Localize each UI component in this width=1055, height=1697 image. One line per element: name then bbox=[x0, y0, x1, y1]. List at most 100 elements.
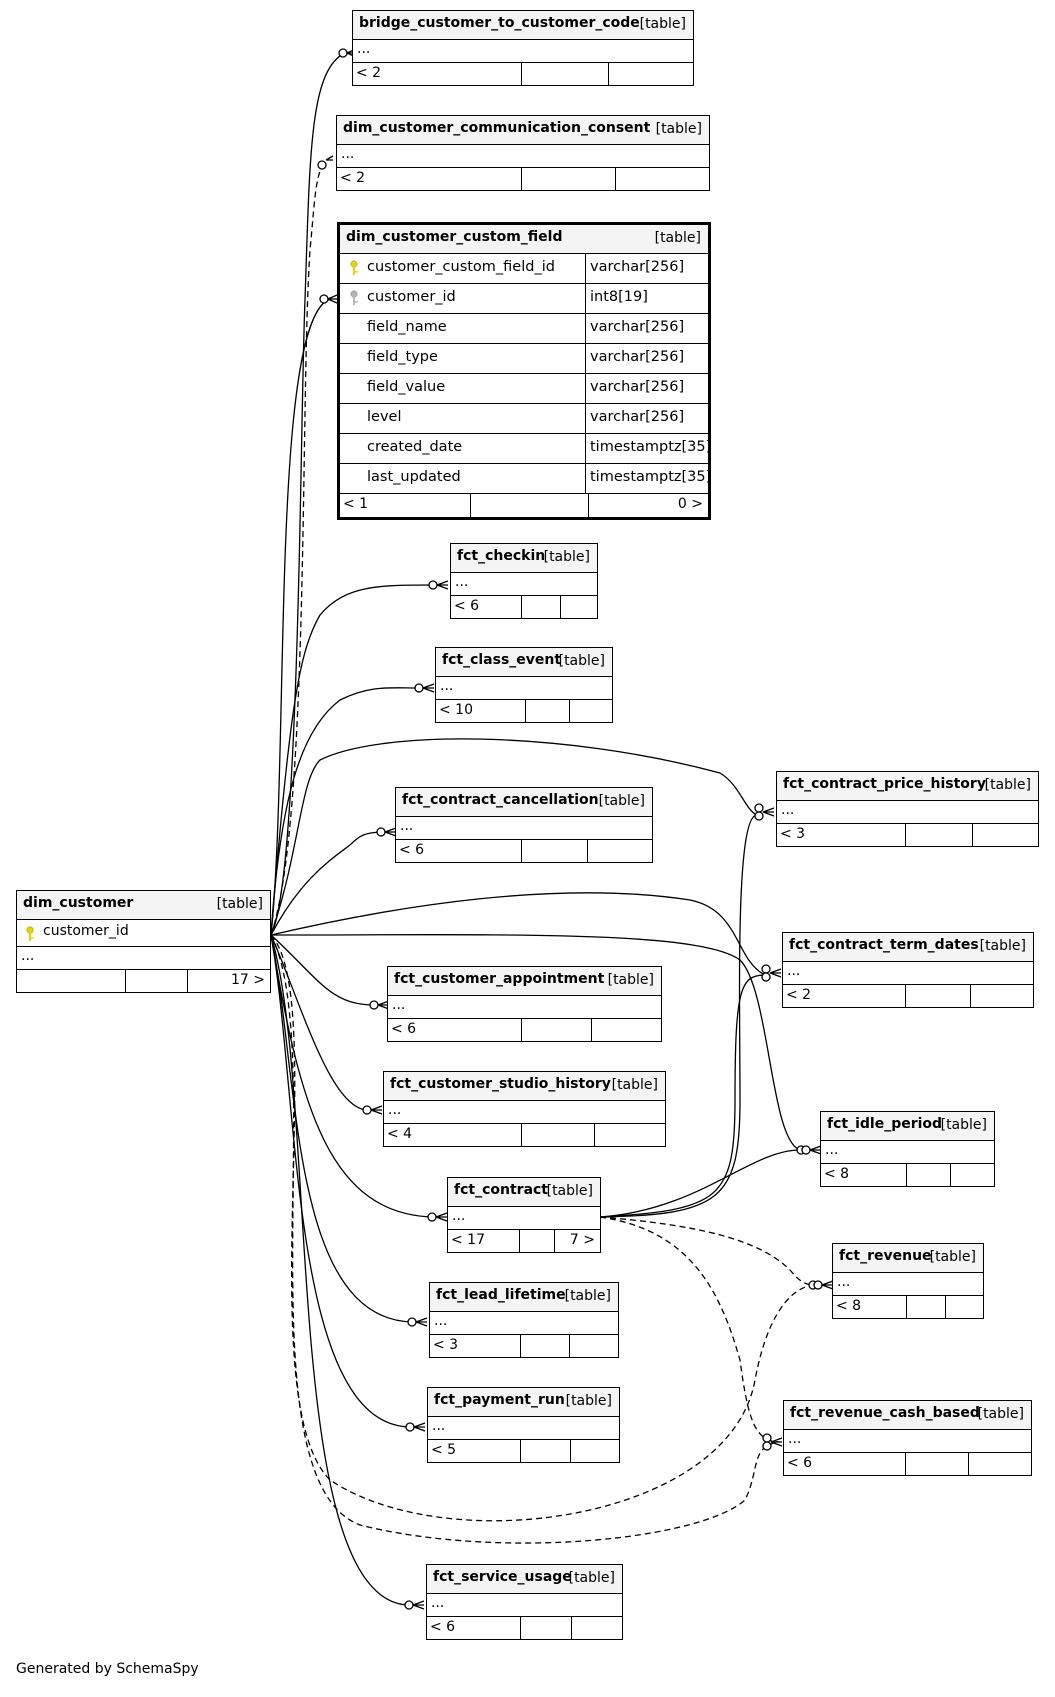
table-type: [table] bbox=[607, 972, 654, 988]
table-type: [table] bbox=[558, 653, 605, 669]
rel-consent bbox=[270, 159, 328, 936]
table-type: [table] bbox=[564, 1288, 611, 1304]
table-name: fct_lead_lifetime bbox=[436, 1287, 566, 1303]
primary-key-icon bbox=[25, 926, 35, 946]
table-name: dim_customer_communication_consent bbox=[343, 120, 651, 136]
table-name: fct_service_usage bbox=[433, 1569, 572, 1585]
columns-row: ... bbox=[341, 146, 355, 162]
table-dim-customer[interactable]: dim_customer[table] customer_id ... 17 > bbox=[16, 890, 271, 993]
rel-contract-term-dates bbox=[599, 974, 766, 1218]
rel-studio-history bbox=[270, 934, 369, 1111]
footer-left: < 2 bbox=[340, 170, 366, 186]
footer-left: < 4 bbox=[387, 1126, 413, 1142]
table-name: fct_customer_studio_history bbox=[390, 1076, 611, 1092]
rel-cancellation bbox=[270, 831, 381, 936]
table-fct-customer-appointment[interactable]: fct_customer_appointment[table] ... < 6 bbox=[387, 966, 662, 1042]
rel-contract-price-history bbox=[599, 814, 758, 1218]
primary-key-icon bbox=[349, 260, 359, 280]
footer-left: < 6 bbox=[430, 1619, 456, 1635]
table-fct-contract-price-history[interactable]: fct_contract_price_history[table] ... < … bbox=[776, 771, 1039, 847]
table-fct-lead-lifetime[interactable]: fct_lead_lifetime[table] ... < 3 bbox=[429, 1282, 619, 1358]
footer-left: < 17 bbox=[451, 1232, 485, 1248]
table-fct-customer-studio-history[interactable]: fct_customer_studio_history[table] ... <… bbox=[383, 1071, 666, 1147]
column-row[interactable]: customer_custom_field_id varchar[256] bbox=[340, 254, 708, 284]
column-row[interactable]: customer_id int8[19] bbox=[340, 284, 708, 314]
rel-contract-revenue-cash bbox=[599, 1216, 781, 1443]
column-type: varchar[256] bbox=[590, 259, 685, 275]
table-type: [table] bbox=[979, 938, 1026, 954]
column-type: varchar[256] bbox=[590, 379, 685, 395]
table-type: [table] bbox=[611, 1077, 658, 1093]
table-fct-revenue-cash-based[interactable]: fct_revenue_cash_based[table] ... < 6 bbox=[783, 1400, 1032, 1476]
columns-row: ... bbox=[825, 1142, 839, 1158]
table-name: dim_customer bbox=[23, 895, 134, 911]
table-dim-customer-custom-field[interactable]: dim_customer_custom_field[table] custome… bbox=[337, 222, 711, 520]
column-name: level bbox=[367, 409, 402, 425]
column-type: timestamptz[35] bbox=[590, 439, 712, 455]
rel-dim-revenue-cash bbox=[270, 934, 781, 1544]
table-name: bridge_customer_to_customer_code bbox=[359, 15, 640, 31]
table-fct-revenue[interactable]: fct_revenue[table] ... < 8 bbox=[832, 1243, 984, 1319]
table-type: [table] bbox=[984, 777, 1031, 793]
footer-left: < 1 bbox=[343, 496, 369, 512]
rel-checkin bbox=[270, 584, 433, 936]
rel-contract-revenue bbox=[599, 1216, 817, 1286]
column-name: last_updated bbox=[367, 469, 461, 485]
columns-row: ... bbox=[787, 963, 801, 979]
column-name: customer_custom_field_id bbox=[367, 259, 555, 275]
table-fct-service-usage[interactable]: fct_service_usage[table] ... < 6 bbox=[426, 1564, 623, 1640]
footer-right: 17 > bbox=[231, 972, 265, 988]
key-column-name: customer_id bbox=[43, 923, 129, 939]
column-type: int8[19] bbox=[590, 289, 648, 305]
table-name: fct_checkin bbox=[457, 548, 546, 564]
footer-left: < 6 bbox=[391, 1021, 417, 1037]
columns-row: ... bbox=[452, 1208, 466, 1224]
table-fct-idle-period[interactable]: fct_idle_period[table] ... < 8 bbox=[820, 1111, 995, 1187]
table-fct-contract-term-dates[interactable]: fct_contract_term_dates[table] ... < 2 bbox=[782, 932, 1034, 1008]
table-type: [table] bbox=[929, 1249, 976, 1265]
columns-row: ... bbox=[440, 678, 454, 694]
columns-row: ... bbox=[392, 997, 406, 1013]
columns-row: ... bbox=[788, 1431, 802, 1447]
table-bridge-customer-to-customer-code[interactable]: bridge_customer_to_customer_code[table] … bbox=[352, 10, 694, 86]
footer-left: < 8 bbox=[824, 1166, 850, 1182]
table-name: fct_revenue_cash_based bbox=[790, 1405, 980, 1421]
columns-row: ... bbox=[781, 802, 795, 818]
rel-appointment bbox=[270, 934, 376, 1006]
table-type: [table] bbox=[977, 1406, 1024, 1422]
footer-left: < 8 bbox=[836, 1298, 862, 1314]
column-name: field_value bbox=[367, 379, 446, 395]
footer-left: < 6 bbox=[787, 1455, 813, 1471]
table-name: fct_customer_appointment bbox=[394, 971, 605, 987]
table-name: fct_class_event bbox=[442, 652, 562, 668]
column-name: field_name bbox=[367, 319, 447, 335]
table-name: fct_contract_price_history bbox=[783, 776, 986, 792]
rel-lead-lifetime bbox=[270, 934, 414, 1323]
footer-left: < 3 bbox=[433, 1337, 459, 1353]
table-dim-customer-communication-consent[interactable]: dim_customer_communication_consent[table… bbox=[336, 115, 710, 191]
table-fct-class-event[interactable]: fct_class_event[table] ... < 10 bbox=[435, 647, 613, 723]
table-fct-payment-run[interactable]: fct_payment_run[table] ... < 5 bbox=[427, 1387, 620, 1463]
table-type: [table] bbox=[598, 793, 645, 809]
rel-contract-idle-period bbox=[599, 1149, 801, 1218]
rel-term-dates bbox=[270, 892, 766, 976]
column-name: customer_id bbox=[367, 289, 456, 305]
columns-row: ... bbox=[431, 1595, 445, 1611]
rel-idle-period bbox=[270, 934, 801, 1151]
footer-right: 0 > bbox=[677, 496, 703, 512]
table-fct-checkin[interactable]: fct_checkin[table] ... < 6 bbox=[450, 543, 598, 619]
table-fct-contract-cancellation[interactable]: fct_contract_cancellation[table] ... < 6 bbox=[395, 787, 653, 863]
rel-class-event bbox=[270, 687, 419, 936]
table-type: [table] bbox=[655, 121, 702, 137]
column-row[interactable]: field_value varchar[256] bbox=[340, 374, 708, 404]
table-name: fct_payment_run bbox=[434, 1392, 565, 1408]
